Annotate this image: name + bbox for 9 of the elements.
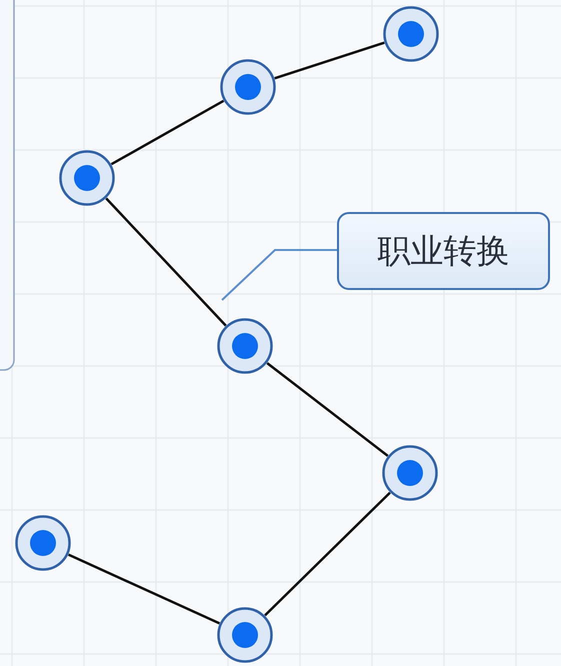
connector-line [68, 553, 220, 625]
connector-line [266, 362, 389, 457]
connector-line [274, 41, 385, 80]
connector-line [110, 100, 224, 166]
label-box [337, 212, 550, 290]
leader-line [221, 249, 337, 301]
connector-line [264, 492, 391, 616]
label-text: 职业转换 [378, 230, 510, 272]
connector-line [105, 198, 227, 326]
